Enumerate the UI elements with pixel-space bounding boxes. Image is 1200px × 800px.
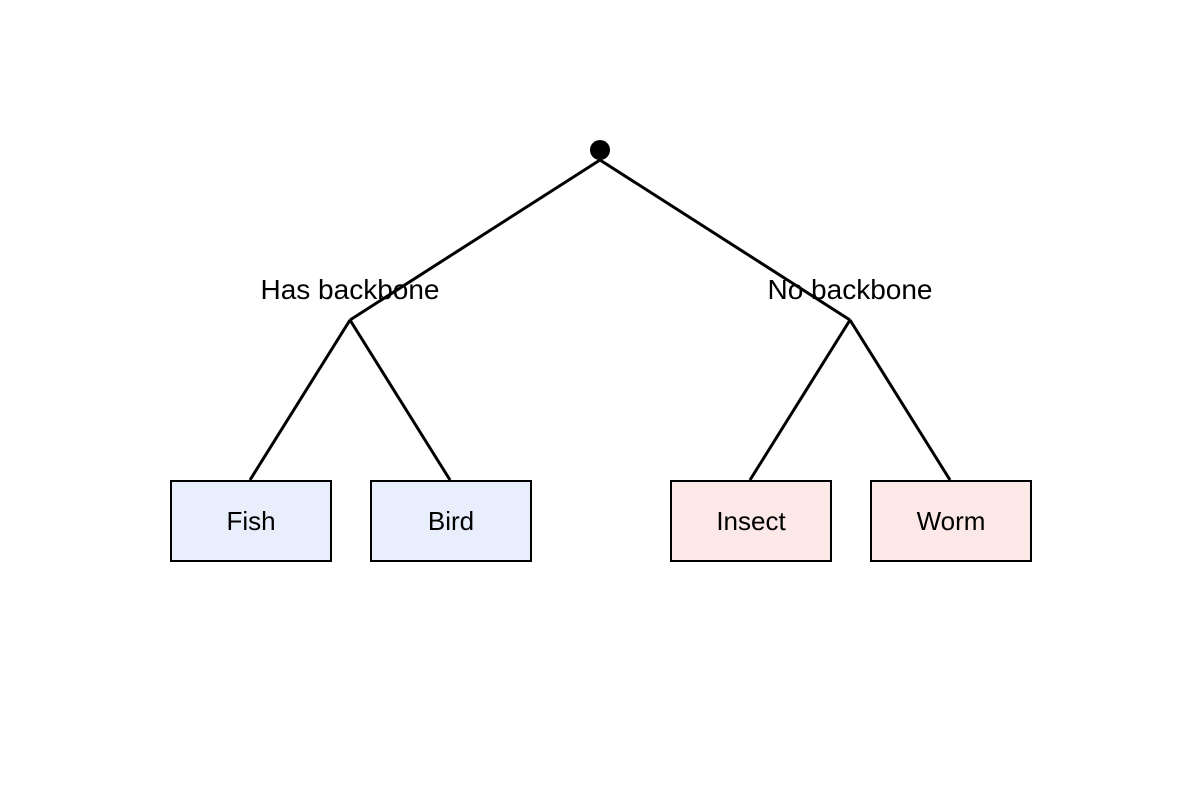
edge-root-to-has-backbone — [349, 158, 601, 322]
edge-to-fish — [248, 319, 352, 481]
branch-label-no-backbone: No backbone — [767, 274, 933, 305]
leaf-node-fish: Fish — [170, 480, 332, 562]
root-node — [590, 140, 610, 160]
edge-to-bird — [348, 319, 452, 481]
leaf-node-bird: Bird — [370, 480, 532, 562]
edge-root-to-no-backbone — [599, 158, 851, 322]
edge-to-insect — [748, 319, 852, 481]
leaf-node-worm: Worm — [870, 480, 1032, 562]
edge-to-worm — [848, 319, 952, 481]
branch-label-has-backbone: Has backbone — [260, 274, 440, 305]
leaf-node-insect: Insect — [670, 480, 832, 562]
